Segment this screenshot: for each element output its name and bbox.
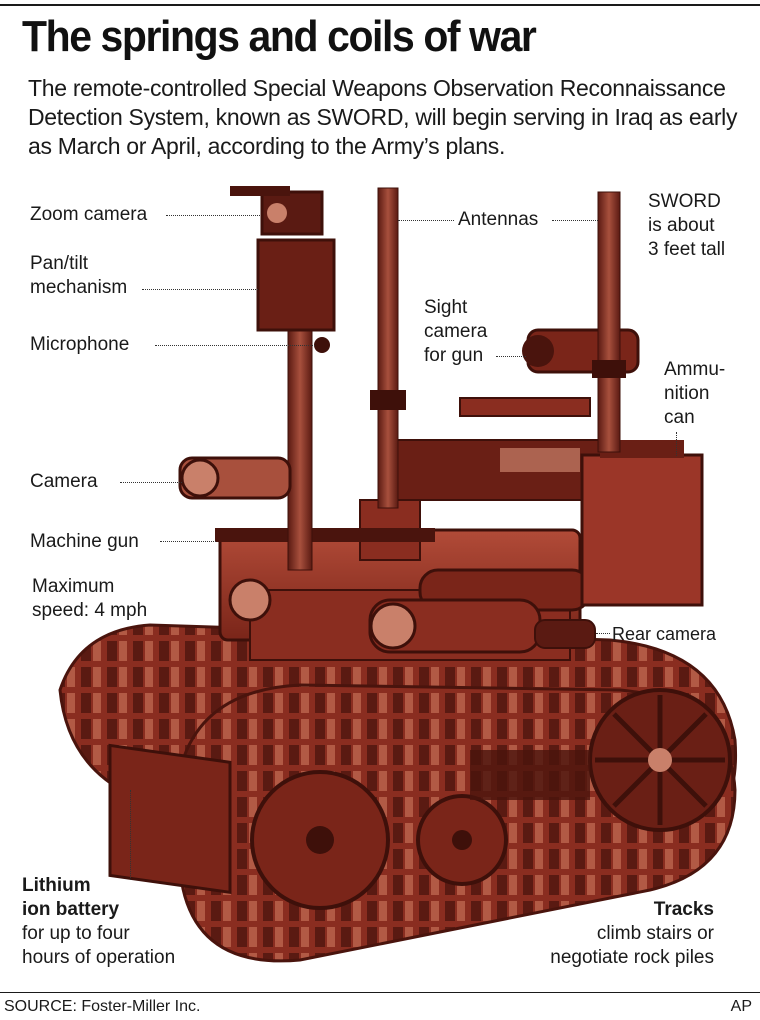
source-credit: SOURCE: Foster-Miller Inc. [4,998,201,1015]
camera-mast [230,186,336,571]
graphic-title: The springs and coils of war [22,12,537,61]
bottom-rule [0,992,760,993]
battery-title-1: Lithium [22,875,91,896]
tracks-title: Tracks [653,899,714,920]
leader-battery [130,790,131,880]
label-microphone: Microphone [30,334,130,355]
leader-camera [120,482,182,483]
robot-figure: Zoom camera Pan/tilt mechanism Microphon… [0,170,760,990]
label-camera: Camera [30,471,98,492]
side-camera [178,456,292,500]
leader-ammo [676,432,677,456]
rear-camera [534,619,596,649]
label-zoom-camera: Zoom camera [30,204,148,225]
label-battery-4: hours of operation [22,947,176,968]
battery-title-2: ion battery [22,899,120,920]
label-ammo-1: Ammu- [664,359,726,380]
leader-rear-camera [596,633,610,634]
label-sword-height-1: SWORD [648,191,721,212]
battery-pack [108,743,232,895]
label-machine-gun: Machine gun [30,531,139,552]
label-sight-camera-2: camera [424,321,488,342]
label-tracks-3: negotiate rock piles [550,947,714,968]
label-pan-tilt-2: mechanism [30,277,128,298]
label-antennas: Antennas [458,209,539,230]
leader-antennas-left [398,220,454,221]
sword-robot-illustration [58,186,738,963]
label-pan-tilt-1: Pan/tilt [30,253,89,274]
label-ammo-3: can [664,407,695,428]
label-ammo-2: nition [664,383,710,404]
label-battery-2: ion battery [22,898,119,922]
agency-credit: AP [730,998,752,1015]
front-camera [368,598,542,654]
intro-text: The remote-controlled Special Weapons Ob… [28,75,738,159]
label-battery-3: for up to four [22,923,130,944]
label-battery-1: Lithium [22,874,91,898]
label-sword-height-3: 3 feet tall [648,239,726,260]
leader-zoom-camera [166,215,260,216]
label-sight-camera-3: for gun [424,345,484,366]
leader-machine-gun [160,541,216,542]
leader-antennas-right [552,220,598,221]
ammunition-can [580,440,704,607]
front-track [178,683,737,963]
leader-pan-tilt [142,289,258,290]
top-rule [0,4,760,6]
label-sword-height-2: is about [648,215,715,236]
leader-microphone [155,345,315,346]
leader-sight-camera [496,356,526,357]
label-max-speed-2: speed: 4 mph [32,600,148,621]
label-sight-camera-1: Sight [424,297,468,318]
label-max-speed-1: Maximum [32,576,115,597]
label-tracks-2: climb stairs or [596,923,714,944]
antennas [370,187,626,509]
machine-gun [215,397,611,542]
label-tracks-1: Tracks [654,898,714,922]
label-rear-camera: Rear camera [612,624,717,644]
